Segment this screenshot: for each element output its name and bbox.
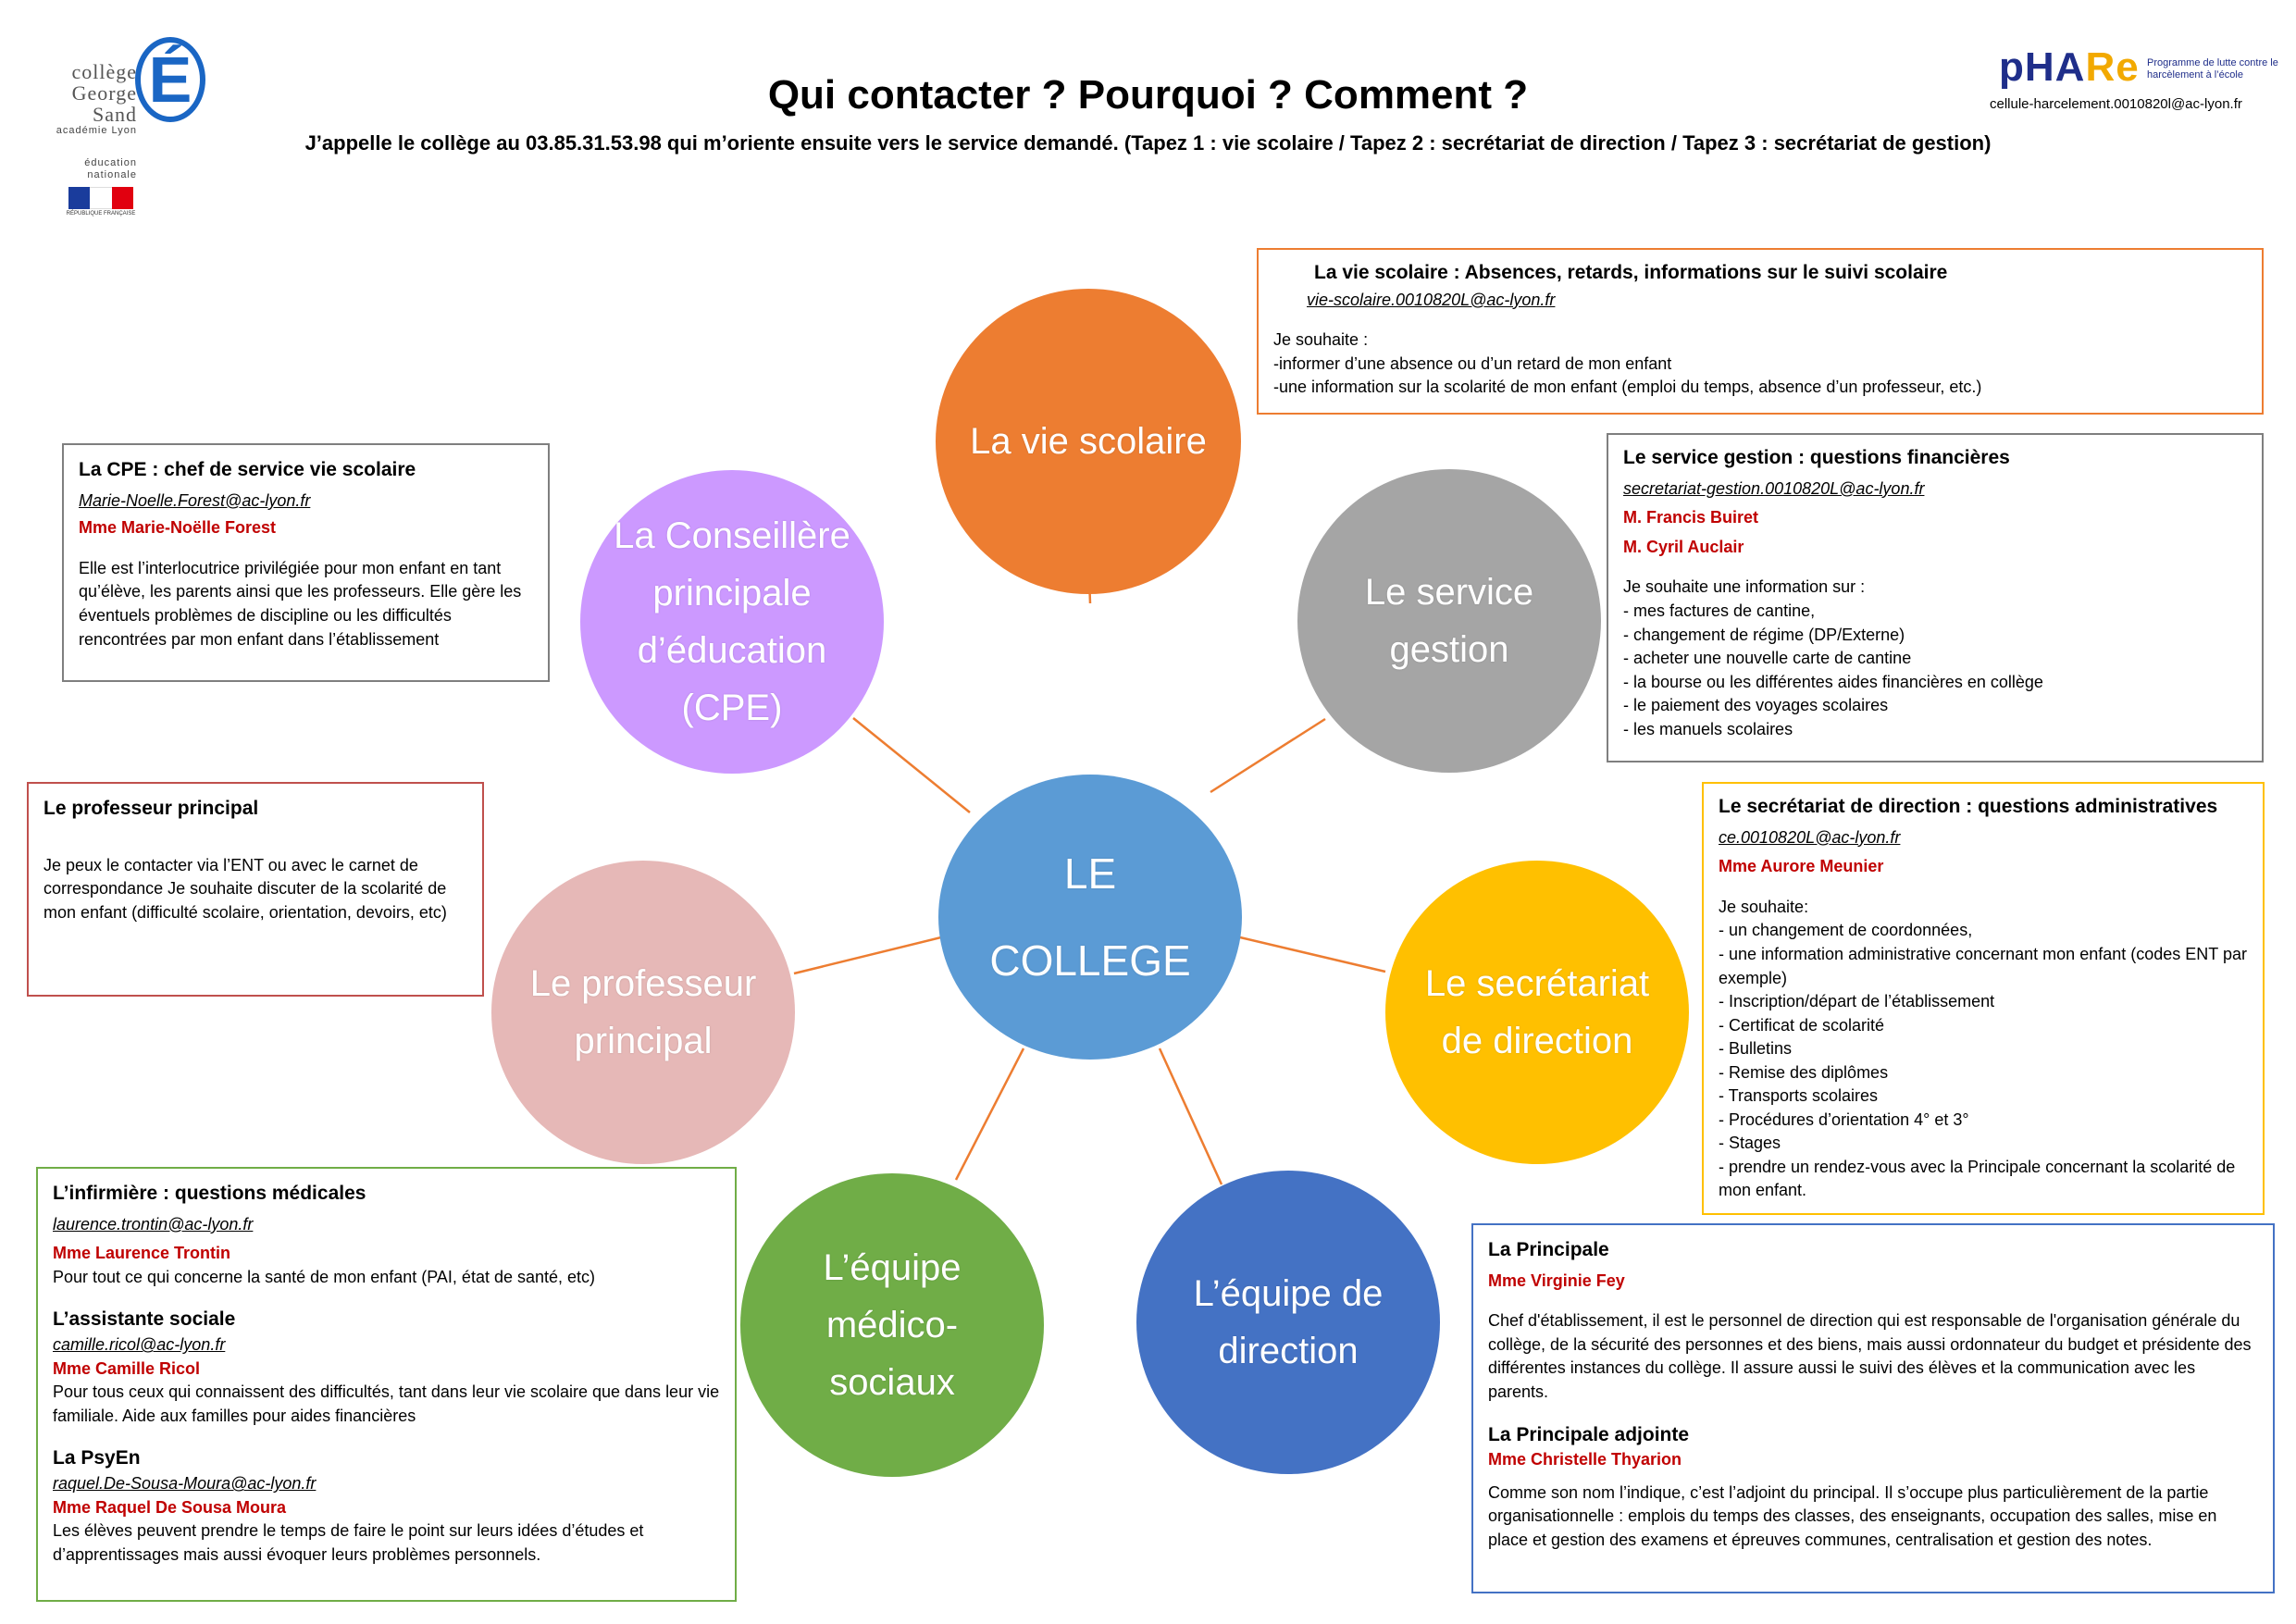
list-item: - changement de régime (DP/Externe) [1623, 625, 1905, 644]
assistante-sociale-name: Mme Camille Ricol [53, 1358, 201, 1378]
infirmiere-email-link[interactable]: laurence.trontin@ac-lyon.fr [53, 1214, 254, 1233]
box-vie-scolaire-intro: Je souhaite : [1273, 330, 1369, 350]
connector-secretariat [1239, 936, 1386, 973]
principale-adjointe-text: Comme son nom l’indique, c’est l’adjoint… [1488, 1482, 2217, 1549]
vie-scolaire-email-link[interactable]: vie-scolaire.0010820L@ac-lyon.fr [1307, 290, 1556, 309]
gestion-name-1: M. Francis Buiret [1623, 508, 1759, 527]
list-item: - une information administrative concern… [1719, 945, 2247, 987]
box-prof-heading: Le professeur principal [43, 798, 259, 819]
connector-gestion [1210, 717, 1326, 794]
infirmiere-text: Pour tout ce qui concerne la santé de mo… [53, 1267, 596, 1286]
box-cpe-text: Elle est l’interlocutrice privilégiée po… [79, 558, 522, 649]
connector-direction [1158, 1048, 1223, 1185]
circle-cpe: La Conseillère principale d’éducation (C… [580, 470, 884, 774]
box-gestion-intro: Je souhaite une information sur : [1623, 577, 1866, 597]
page-subtitle: J’appelle le collège au 03.85.31.53.98 q… [304, 131, 1992, 155]
box-vie-scolaire-heading: La vie scolaire : Absences, retards, inf… [1314, 262, 1948, 283]
principale-text: Chef d'établissement, il est le personne… [1488, 1311, 2252, 1401]
list-item: - la bourse ou les différentes aides fin… [1623, 672, 2043, 691]
connector-medico [954, 1048, 1025, 1181]
circle-professeur-principal: Le professeur principal [491, 861, 795, 1164]
box-secretariat-intro: Je souhaite: [1719, 897, 1809, 916]
psyen-heading: La PsyEn [53, 1447, 141, 1469]
list-item: - acheter une nouvelle carte de cantine [1623, 649, 1912, 668]
secretariat-email-link[interactable]: ce.0010820L@ac-lyon.fr [1719, 827, 1901, 847]
circle-equipe-medico-sociaux: L’équipe médico-sociaux [740, 1173, 1044, 1477]
cpe-email-link[interactable]: Marie-Noelle.Forest@ac-lyon.fr [79, 490, 311, 510]
list-item: - un changement de coordonnées, [1719, 921, 1973, 940]
psyen-name: Mme Raquel De Sousa Moura [53, 1497, 287, 1517]
psyen-email-link[interactable]: raquel.De-Sousa-Moura@ac-lyon.fr [53, 1474, 316, 1494]
assistante-sociale-heading: L’assistante sociale [53, 1308, 236, 1331]
phare-logo: pHARe [1999, 44, 2140, 90]
box-secretariat-heading: Le secrétariat de direction : questions … [1719, 796, 2218, 817]
gestion-email-link[interactable]: secretariat-gestion.0010820L@ac-lyon.fr [1623, 478, 1925, 498]
box-prof-text: Je peux le contacter via l’ENT ou avec l… [43, 855, 447, 922]
assistante-sociale-text: Pour tous ceux qui connaissent des diffi… [53, 1382, 720, 1425]
box-professeur-principal: Le professeur principal Je peux le conta… [27, 782, 484, 997]
list-item: - Inscription/départ de l’établissement [1719, 992, 1995, 1011]
phare-email: cellule-harcelement.0010820l@ac-lyon.fr [1990, 96, 2242, 112]
box-medico-sociaux: L’infirmière : questions médicales laure… [36, 1167, 737, 1602]
box-gestion-list: - mes factures de cantine, - changement … [1623, 600, 2247, 741]
connector-prof [793, 936, 942, 975]
principale-adjointe-name: Mme Christelle Thyarion [1488, 1450, 1682, 1469]
republique-label: RÉPUBLIQUE FRANÇAISE [66, 211, 136, 217]
principale-heading: La Principale [1488, 1239, 1609, 1260]
college-name-line1: collège [71, 60, 137, 83]
circle-college: LE COLLEGE [938, 775, 1242, 1060]
college-name: collège George Sand [28, 61, 137, 125]
academie-label: académie Lyon [56, 125, 137, 136]
phare-tagline: Programme de lutte contre le harcèlement… [2147, 57, 2278, 81]
gestion-name-2: M. Cyril Auclair [1623, 537, 1744, 556]
circle-vie-scolaire: La vie scolaire [936, 289, 1241, 594]
list-item: -informer d’une absence ou d’un retard d… [1273, 353, 1672, 373]
box-gestion-heading: Le service gestion : questions financièr… [1623, 447, 2010, 468]
list-item: - mes factures de cantine, [1623, 601, 1816, 620]
infirmiere-heading: L’infirmière : questions médicales [53, 1183, 366, 1204]
list-item: - Certificat de scolarité [1719, 1015, 1885, 1035]
college-e-logo-icon: É [135, 37, 205, 122]
box-cpe: La CPE : chef de service vie scolaire Ma… [62, 443, 550, 682]
box-secretariat-direction: Le secrétariat de direction : questions … [1702, 782, 2265, 1215]
box-vie-scolaire-list: -informer d’une absence ou d’un retard d… [1273, 353, 2247, 400]
box-vie-scolaire: La vie scolaire : Absences, retards, inf… [1257, 248, 2264, 415]
list-item: - Bulletins [1719, 1039, 1793, 1059]
principale-adjointe-heading: La Principale adjointe [1488, 1423, 1690, 1445]
list-item: - les manuels scolaires [1623, 719, 1793, 738]
list-item: - Stages [1719, 1134, 1781, 1153]
box-cpe-heading: La CPE : chef de service vie scolaire [79, 459, 416, 480]
psyen-text: Les élèves peuvent prendre le temps de f… [53, 1521, 644, 1564]
college-name-line2: George Sand [71, 81, 137, 127]
secretariat-name: Mme Aurore Meunier [1719, 857, 1884, 876]
french-flag-icon [68, 187, 133, 209]
page-title: Qui contacter ? Pourquoi ? Comment ? [767, 72, 1529, 118]
box-equipe-direction: La Principale Mme Virginie Fey Chef d'ét… [1471, 1223, 2275, 1593]
list-item: - le paiement des voyages scolaires [1623, 696, 1889, 715]
connector-cpe [852, 717, 971, 813]
circle-equipe-direction: L’équipe de direction [1136, 1171, 1440, 1474]
list-item: - prendre un rendez-vous avec la Princip… [1719, 1157, 2236, 1200]
education-nationale-label: éducation nationale [84, 157, 137, 180]
box-secretariat-list: - un changement de coordonnées, - une in… [1719, 919, 2248, 1203]
principale-name: Mme Virginie Fey [1488, 1271, 1625, 1290]
cpe-name: Mme Marie-Noëlle Forest [79, 518, 277, 538]
assistante-sociale-email-link[interactable]: camille.ricol@ac-lyon.fr [53, 1335, 226, 1355]
list-item: - Remise des diplômes [1719, 1062, 1889, 1082]
list-item: -une information sur la scolarité de mon… [1273, 378, 1982, 397]
list-item: - Transports scolaires [1719, 1086, 1879, 1106]
list-item: - Procédures d’orientation 4° et 3° [1719, 1110, 1969, 1129]
infirmiere-name: Mme Laurence Trontin [53, 1244, 231, 1263]
circle-secretariat-direction: Le secrétariat de direction [1385, 861, 1689, 1164]
circle-service-gestion: Le service gestion [1297, 469, 1601, 773]
box-service-gestion: Le service gestion : questions financièr… [1607, 433, 2264, 762]
